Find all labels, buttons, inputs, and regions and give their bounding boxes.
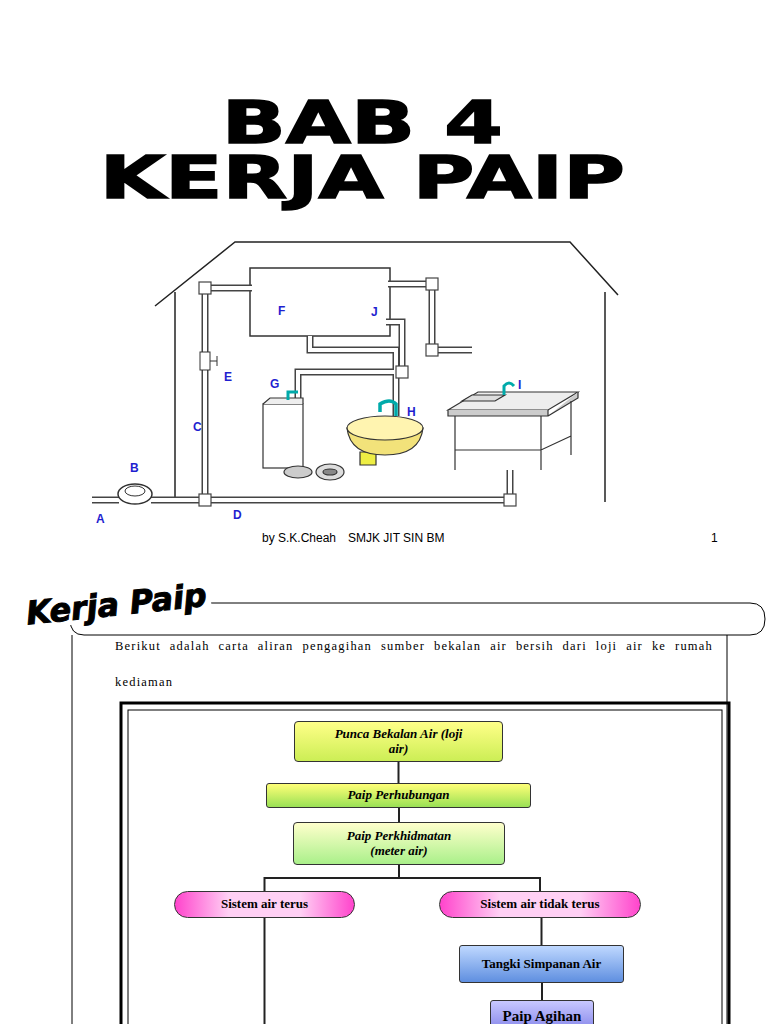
box-text: Paip Perkhidmatan (meter air) [335, 829, 463, 859]
squat-pan [284, 466, 312, 478]
flow-box: Punca Bekalan Air (loji air) [294, 721, 503, 762]
joint [199, 282, 211, 294]
water-meter [118, 484, 152, 504]
joint [426, 344, 438, 356]
pipe [92, 498, 119, 502]
page-box [72, 635, 727, 1024]
sink-bowl [462, 395, 505, 401]
flow-box: Paip Perkhidmatan (meter air) [293, 822, 505, 865]
table-legs [455, 401, 571, 470]
connector [399, 865, 540, 891]
box-text: Tangki Simpanan Air [482, 957, 601, 972]
tap [504, 383, 514, 395]
table-edge [448, 392, 578, 416]
valve-handle [210, 356, 217, 366]
pipe [298, 322, 402, 398]
box-text-group: Sistem air terus [221, 897, 308, 912]
tap [288, 392, 298, 400]
pipe [310, 336, 396, 416]
chart-frame-inner [128, 710, 722, 1024]
continuing-line [264, 918, 266, 1024]
connector [541, 983, 543, 1000]
box-text: Sistem air terus [221, 897, 308, 912]
box-text-group: Paip Perhubungan [347, 788, 449, 803]
flow-box: Paip Perhubungan [266, 783, 531, 808]
stop-valve [200, 352, 217, 370]
box-text-group: Punca Bekalan Air (loji air) [334, 727, 464, 757]
box-text-group: Paip Agihan [503, 1008, 582, 1024]
flow-box: Sistem air tidak terus [439, 891, 641, 918]
callout-letter: G [270, 378, 279, 390]
section-heading: Kerja Paip [21, 578, 212, 630]
page-number: 1 [711, 532, 718, 544]
meter-dial [125, 486, 145, 496]
basin-rim [347, 416, 423, 440]
footer-school: SMJK JIT SIN BM [348, 532, 444, 544]
callout-letter: H [407, 406, 416, 418]
callout-letter: C [193, 421, 202, 433]
water-tank [250, 268, 390, 336]
callout-letter: E [224, 371, 232, 383]
pipe [310, 336, 396, 416]
wall [174, 292, 176, 502]
connector [541, 918, 543, 945]
connector [265, 865, 400, 891]
pan-hole [323, 469, 337, 475]
toilet [263, 392, 344, 480]
box-text: Paip Perhubungan [347, 788, 449, 803]
wall [604, 292, 606, 502]
section-frame [70, 603, 765, 1024]
house-outline [155, 242, 618, 502]
callout-letter: A [96, 513, 105, 525]
pipes-outer [92, 284, 512, 500]
pipe [92, 497, 119, 504]
callout-letter: I [518, 379, 521, 391]
joint [504, 494, 516, 506]
page-title: BAB 4 KERJA PAIP [81, 96, 644, 206]
box-text: Paip Agihan [503, 1008, 582, 1024]
intro-paragraph: Berikut adalah carta aliran pengagihan s… [115, 628, 713, 700]
tap [380, 401, 396, 416]
box-text-group: Sistem air tidak terus [480, 897, 599, 912]
pipe-joints [199, 278, 516, 506]
cistern-top [263, 398, 303, 404]
callout-letter: B [130, 462, 139, 474]
box-text-group: Paip Perkhidmatan (meter air) [335, 829, 463, 859]
pipe [205, 288, 252, 500]
flow-box: Tangki Simpanan Air [459, 945, 624, 983]
flow-box: Sistem air terus [174, 891, 355, 918]
squat-pan [316, 464, 344, 480]
callout-letter: J [371, 306, 378, 318]
connector [398, 808, 400, 822]
joint [426, 278, 438, 290]
flow-box: Paip Agihan [490, 1000, 594, 1024]
callout-letter: D [233, 509, 242, 521]
box-text-group: Tangki Simpanan Air [482, 957, 601, 972]
pipe [205, 288, 252, 500]
callout-letter: F [278, 305, 285, 317]
cistern [263, 404, 303, 468]
kitchen-sink [448, 383, 578, 470]
connector [398, 762, 400, 783]
valve-body [200, 352, 210, 370]
joint [396, 366, 408, 378]
box-text: Punca Bekalan Air (loji air) [334, 727, 464, 757]
table-top [448, 392, 578, 410]
wash-basin [347, 401, 423, 465]
chart-frame-outer [121, 703, 729, 1024]
joint [199, 494, 211, 506]
pipe [298, 322, 402, 398]
meter-body [118, 484, 152, 504]
footer-author: by S.K.Cheah [262, 532, 336, 544]
pipes-inner [92, 284, 512, 500]
box-text: Sistem air tidak terus [480, 897, 599, 912]
